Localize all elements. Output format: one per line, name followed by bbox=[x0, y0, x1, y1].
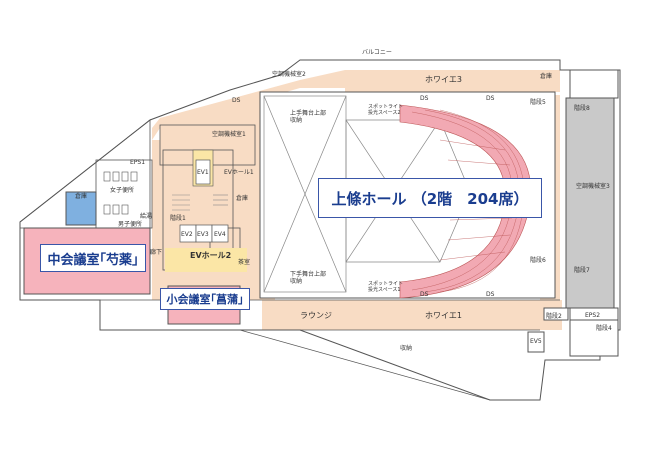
stair4-label: 階段4 bbox=[596, 324, 612, 332]
lounge-label: ラウンジ bbox=[300, 311, 332, 320]
small-room-label: 小会議室｢菖蒲｣ bbox=[160, 288, 250, 310]
stair2-box bbox=[543, 307, 569, 321]
ds-label-4: DS bbox=[420, 291, 429, 298]
ev1-label: EV1 bbox=[197, 169, 209, 176]
eps2-box bbox=[569, 307, 619, 321]
main-hall-label: 上條ホール （2階 204席） bbox=[318, 178, 542, 218]
eps1-label: EPS1 bbox=[130, 159, 145, 166]
medium-room-label: 中会議室｢芍薬｣ bbox=[40, 244, 146, 272]
corridor-label: 廊下 bbox=[150, 248, 162, 256]
ev-hall1-label: EVホール1 bbox=[224, 169, 254, 176]
storage-top-label: 倉庫 bbox=[540, 72, 552, 80]
ds-label-3: DS bbox=[486, 95, 495, 102]
mech-room-3 bbox=[565, 97, 615, 309]
restroom-m-label: 男子便所 bbox=[118, 220, 142, 228]
kitchen-label: 給湯 bbox=[140, 212, 152, 220]
warehouse-label: 倉庫 bbox=[75, 192, 87, 200]
stair2-label: 階段2 bbox=[546, 312, 562, 320]
storage-l-label: 倉庫 bbox=[236, 194, 248, 202]
ev2-label: EV2 bbox=[181, 231, 193, 238]
stair6-label: 階段6 bbox=[530, 256, 546, 264]
stair5-label: 階段5 bbox=[530, 98, 546, 106]
ds-label-5: DS bbox=[486, 291, 495, 298]
foyer1-label: ホワイエ1 bbox=[425, 311, 462, 320]
storage-b-label: 収納 bbox=[400, 344, 412, 352]
stair8-box bbox=[569, 69, 619, 99]
ac1-label: 空調機械室1 bbox=[212, 130, 246, 138]
ac3-label: 空調機械室3 bbox=[576, 182, 610, 190]
ev-hall2-label: EVホール2 bbox=[190, 251, 231, 260]
balcony-label: バルコニー bbox=[362, 49, 392, 56]
stairs-left bbox=[172, 194, 228, 211]
pantry-label: 茶室 bbox=[238, 258, 250, 266]
restroom-fixtures bbox=[103, 171, 138, 215]
stair7-label: 階段7 bbox=[574, 266, 590, 274]
ds-label-2: DS bbox=[420, 95, 429, 102]
stage-upper-label: 上手舞台上部収納 bbox=[290, 109, 326, 124]
spot-upper-label: スポットライト投光スペース2 bbox=[368, 103, 403, 116]
restroom-w-label: 女子便所 bbox=[110, 186, 134, 194]
ds-label-1: DS bbox=[232, 97, 241, 104]
ev3-label: EV3 bbox=[197, 231, 209, 238]
ac2-label: 空調機械室2 bbox=[272, 70, 306, 78]
ev5-box bbox=[527, 331, 545, 353]
elevators bbox=[179, 159, 229, 243]
foyer3-label: ホワイエ3 bbox=[425, 75, 462, 84]
spot-lower-label: スポットライト投光スペース1 bbox=[368, 280, 403, 293]
ev5-label: EV5 bbox=[530, 338, 542, 345]
stage-lower-label: 下手舞台上部収納 bbox=[290, 270, 326, 285]
stair8-label: 階段8 bbox=[574, 104, 590, 112]
stair1-label: 階段1 bbox=[170, 214, 186, 222]
ev4-label: EV4 bbox=[214, 231, 226, 238]
ev-hall-2 bbox=[165, 248, 247, 272]
eps2-label: EPS2 bbox=[585, 312, 600, 319]
